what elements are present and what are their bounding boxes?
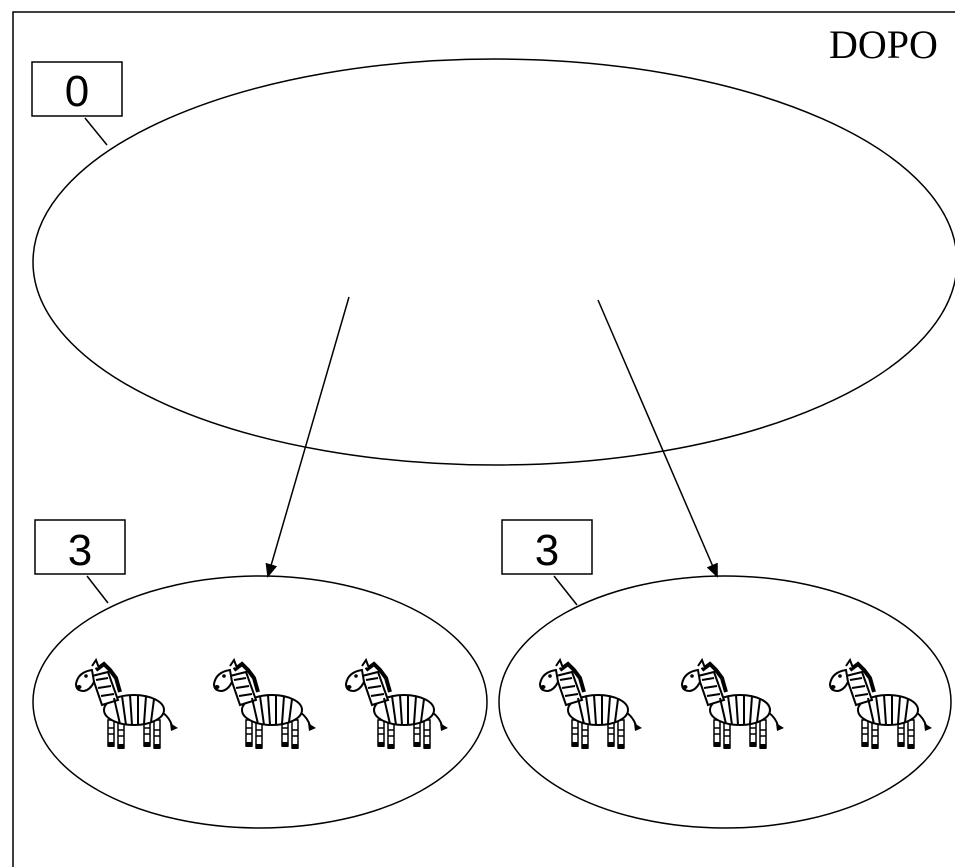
page-heading: DOPO (829, 22, 938, 67)
count-box-top (31, 61, 123, 117)
count-leader-top (84, 117, 108, 146)
count-leader-left (86, 575, 109, 604)
zebra-icon (344, 658, 450, 751)
count-box-left (34, 519, 126, 575)
arrow-to-right (597, 299, 718, 578)
group-top: 0 (31, 58, 955, 466)
zebra-icon (74, 658, 180, 751)
set-ellipse-right (498, 575, 952, 829)
zebra-icon (828, 658, 934, 751)
set-ellipse-top (32, 58, 955, 466)
arrow-to-left (265, 296, 350, 578)
zebra-icon (212, 658, 318, 751)
count-label-left: 3 (68, 526, 92, 575)
count-box-right (501, 519, 593, 575)
count-label-top: 0 (65, 67, 89, 116)
group-right: 3 (498, 519, 952, 829)
group-left: 3 (32, 519, 488, 829)
outer-frame (12, 11, 955, 867)
zebra-icon (538, 658, 644, 751)
count-label-right: 3 (535, 526, 559, 575)
set-ellipse-left (32, 575, 488, 829)
count-leader-right (553, 575, 578, 606)
zebra-icon (680, 658, 786, 751)
